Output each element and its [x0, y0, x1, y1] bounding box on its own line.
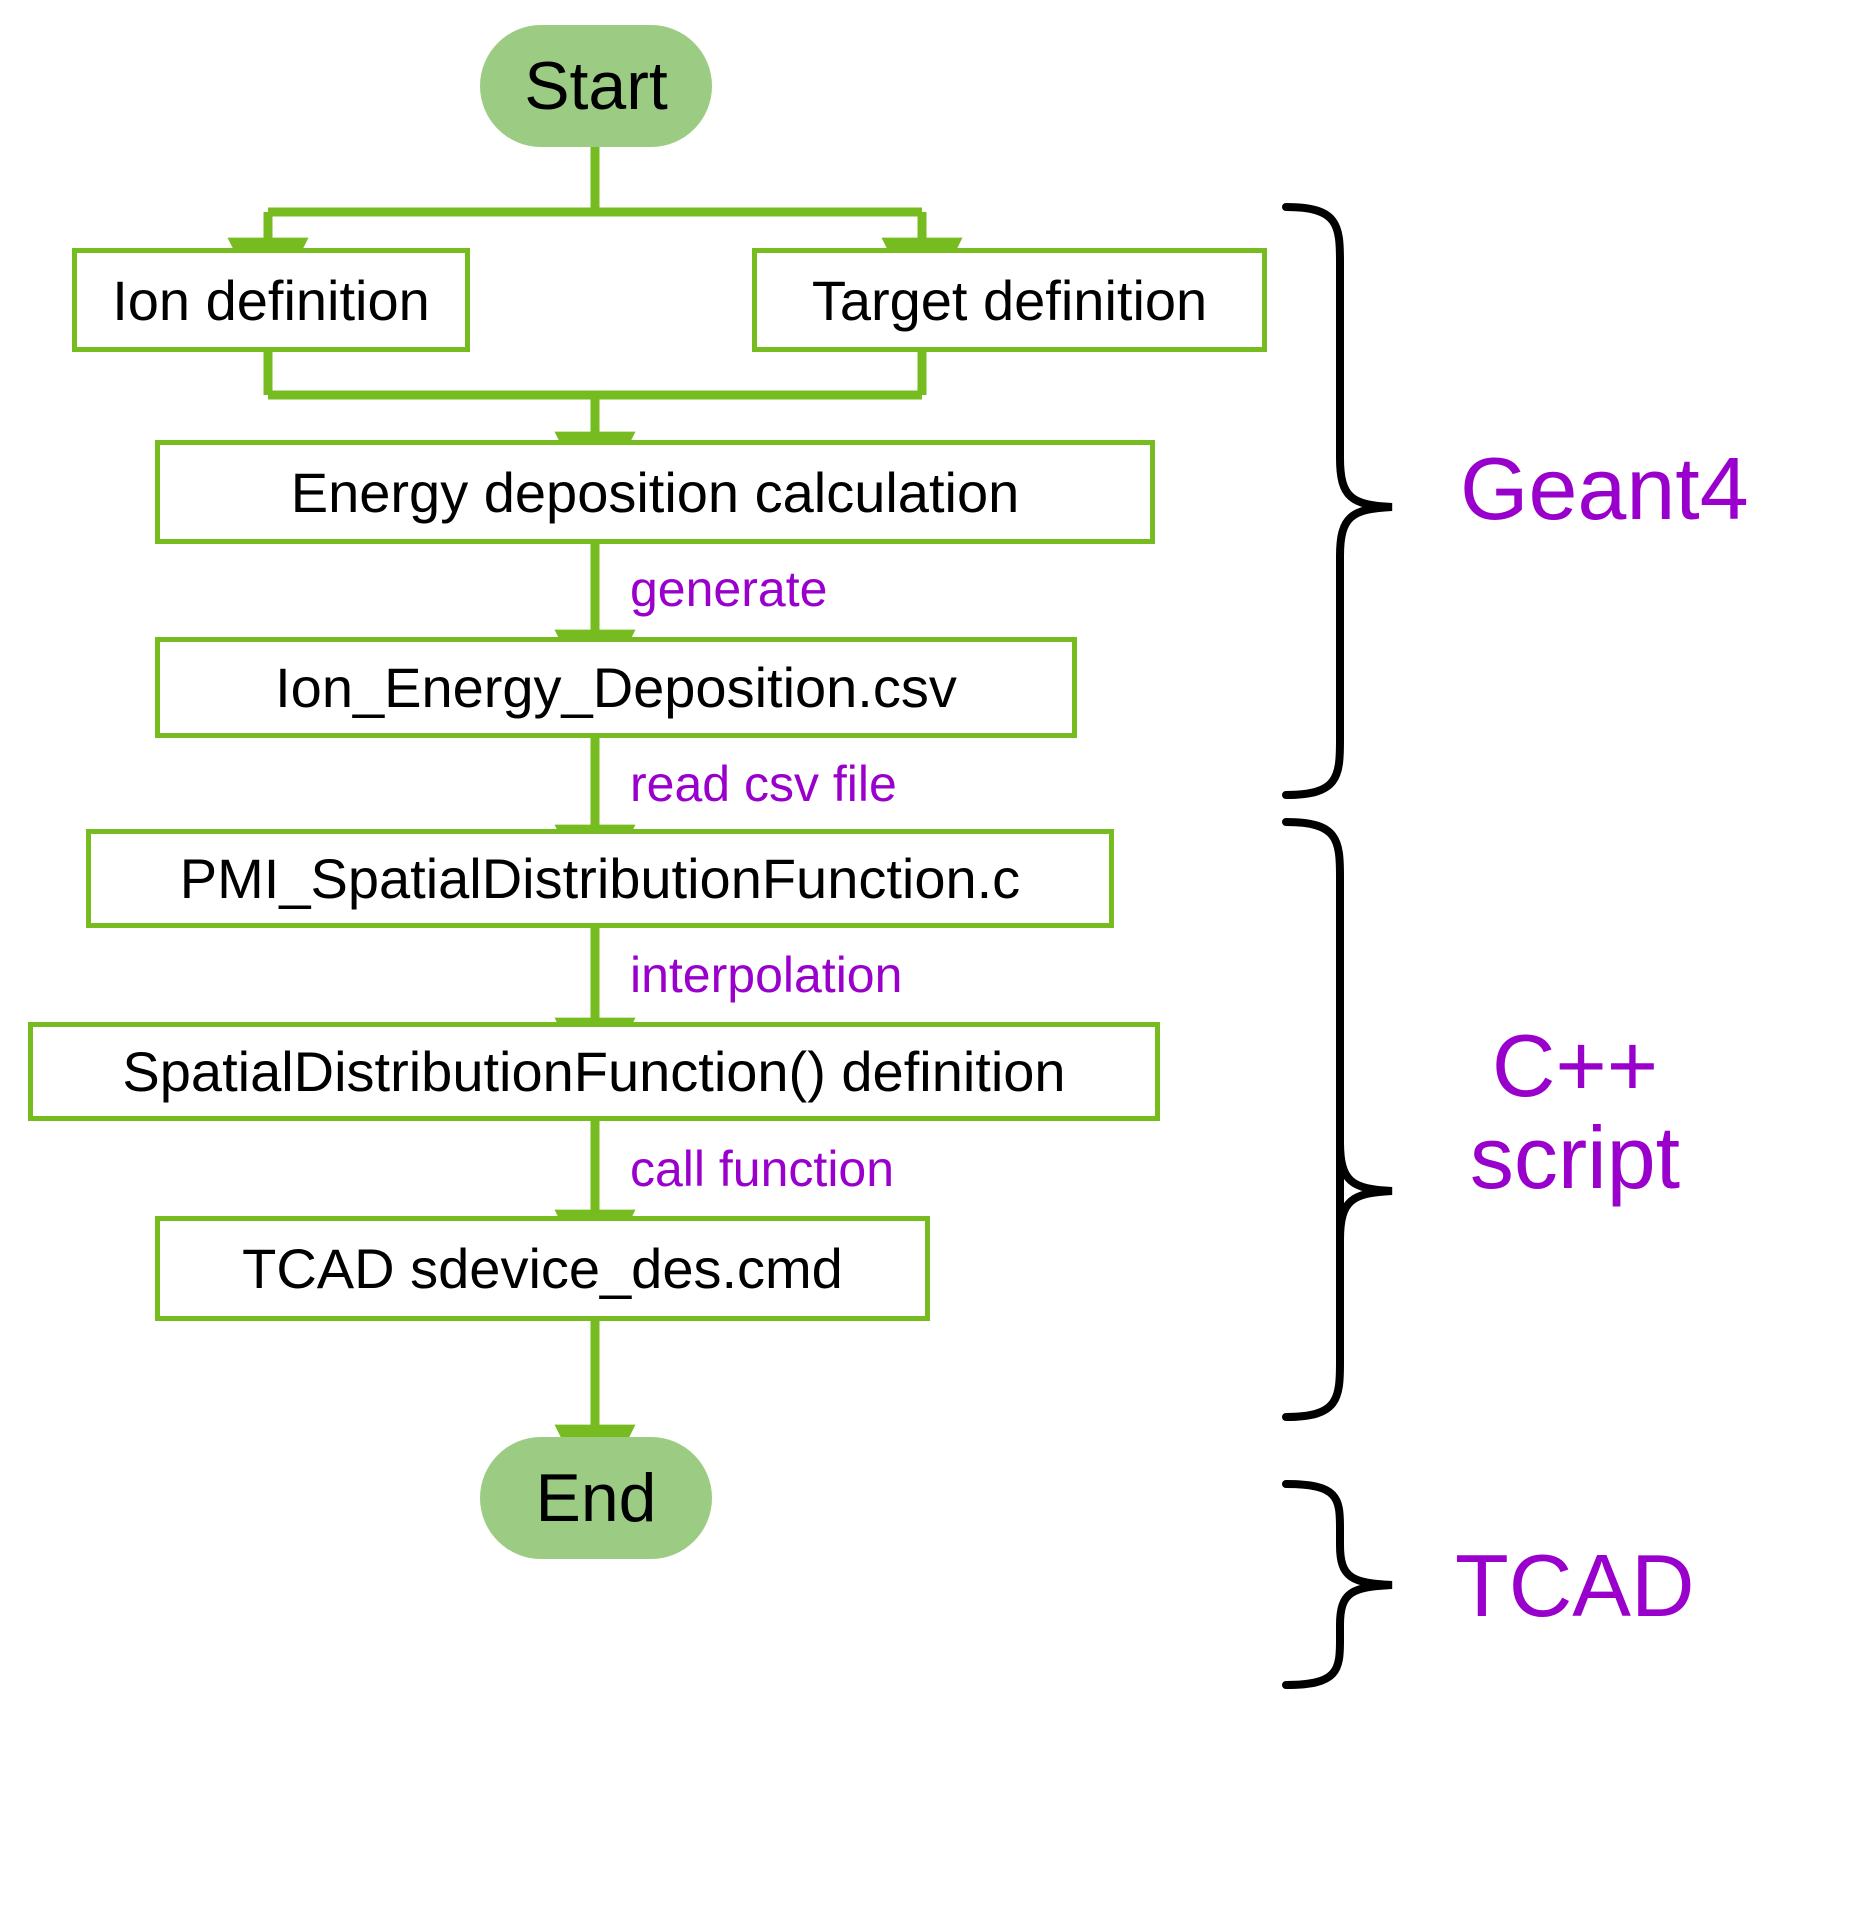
node-ion-definition-label: Ion definition — [112, 268, 430, 332]
group-label-geant4: Geant4 — [1460, 442, 1749, 535]
edge-label-interpolation: interpolation — [630, 946, 902, 1004]
node-energy-deposition-calculation[interactable]: Energy deposition calculation — [155, 440, 1155, 544]
edge-definitions-to-energy — [263, 352, 927, 513]
brace-tcad — [1282, 1480, 1393, 1689]
group-label-tcad: TCAD — [1455, 1539, 1695, 1632]
node-energy-deposition-calculation-label: Energy deposition calculation — [290, 460, 1020, 524]
node-tcad-sdevice-des-cmd-label: TCAD sdevice_des.cmd — [242, 1237, 843, 1300]
node-start-label: Start — [524, 48, 668, 124]
node-end[interactable]: End — [480, 1437, 712, 1559]
node-ion-definition[interactable]: Ion definition — [72, 248, 470, 352]
node-start[interactable]: Start — [480, 25, 712, 147]
node-pmi-spatial-distribution-function-c[interactable]: PMI_SpatialDistributionFunction.c — [86, 829, 1114, 928]
node-spatial-distribution-function-definition-label: SpatialDistributionFunction() definition — [122, 1040, 1066, 1103]
node-ion-energy-deposition-csv[interactable]: Ion_Energy_Deposition.csv — [155, 637, 1077, 738]
node-target-definition-label: Target definition — [811, 268, 1208, 332]
edge-label-interpolation-text: interpolation — [630, 947, 903, 1003]
node-ion-energy-deposition-csv-label: Ion_Energy_Deposition.csv — [275, 656, 957, 719]
edge-label-call-function: call function — [630, 1140, 894, 1198]
group-label-cpp-script: C++ script — [1440, 1016, 1710, 1208]
group-label-cpp-script-line1: C++ — [1491, 1016, 1659, 1115]
node-pmi-spatial-distribution-function-c-label: PMI_SpatialDistributionFunction.c — [179, 847, 1021, 910]
edge-label-call-function-text: call function — [630, 1141, 895, 1197]
edge-start-to-split — [227, 145, 963, 319]
edge-label-generate: generate — [630, 560, 827, 618]
brace-geant4 — [1282, 203, 1393, 799]
edge-label-read-csv-file: read csv file — [630, 755, 897, 813]
node-spatial-distribution-function-definition[interactable]: SpatialDistributionFunction() definition — [28, 1022, 1160, 1121]
node-target-definition[interactable]: Target definition — [752, 248, 1267, 352]
brace-cpp-script — [1282, 818, 1393, 1421]
group-label-tcad-text: TCAD — [1455, 1536, 1695, 1635]
edge-label-read-csv-file-text: read csv file — [630, 756, 897, 812]
group-label-cpp-script-line2: script — [1469, 1108, 1681, 1208]
node-end-label: End — [535, 1460, 657, 1536]
group-label-geant4-text: Geant4 — [1460, 439, 1749, 538]
edge-label-generate-text: generate — [630, 561, 828, 617]
node-tcad-sdevice-des-cmd[interactable]: TCAD sdevice_des.cmd — [155, 1216, 930, 1321]
